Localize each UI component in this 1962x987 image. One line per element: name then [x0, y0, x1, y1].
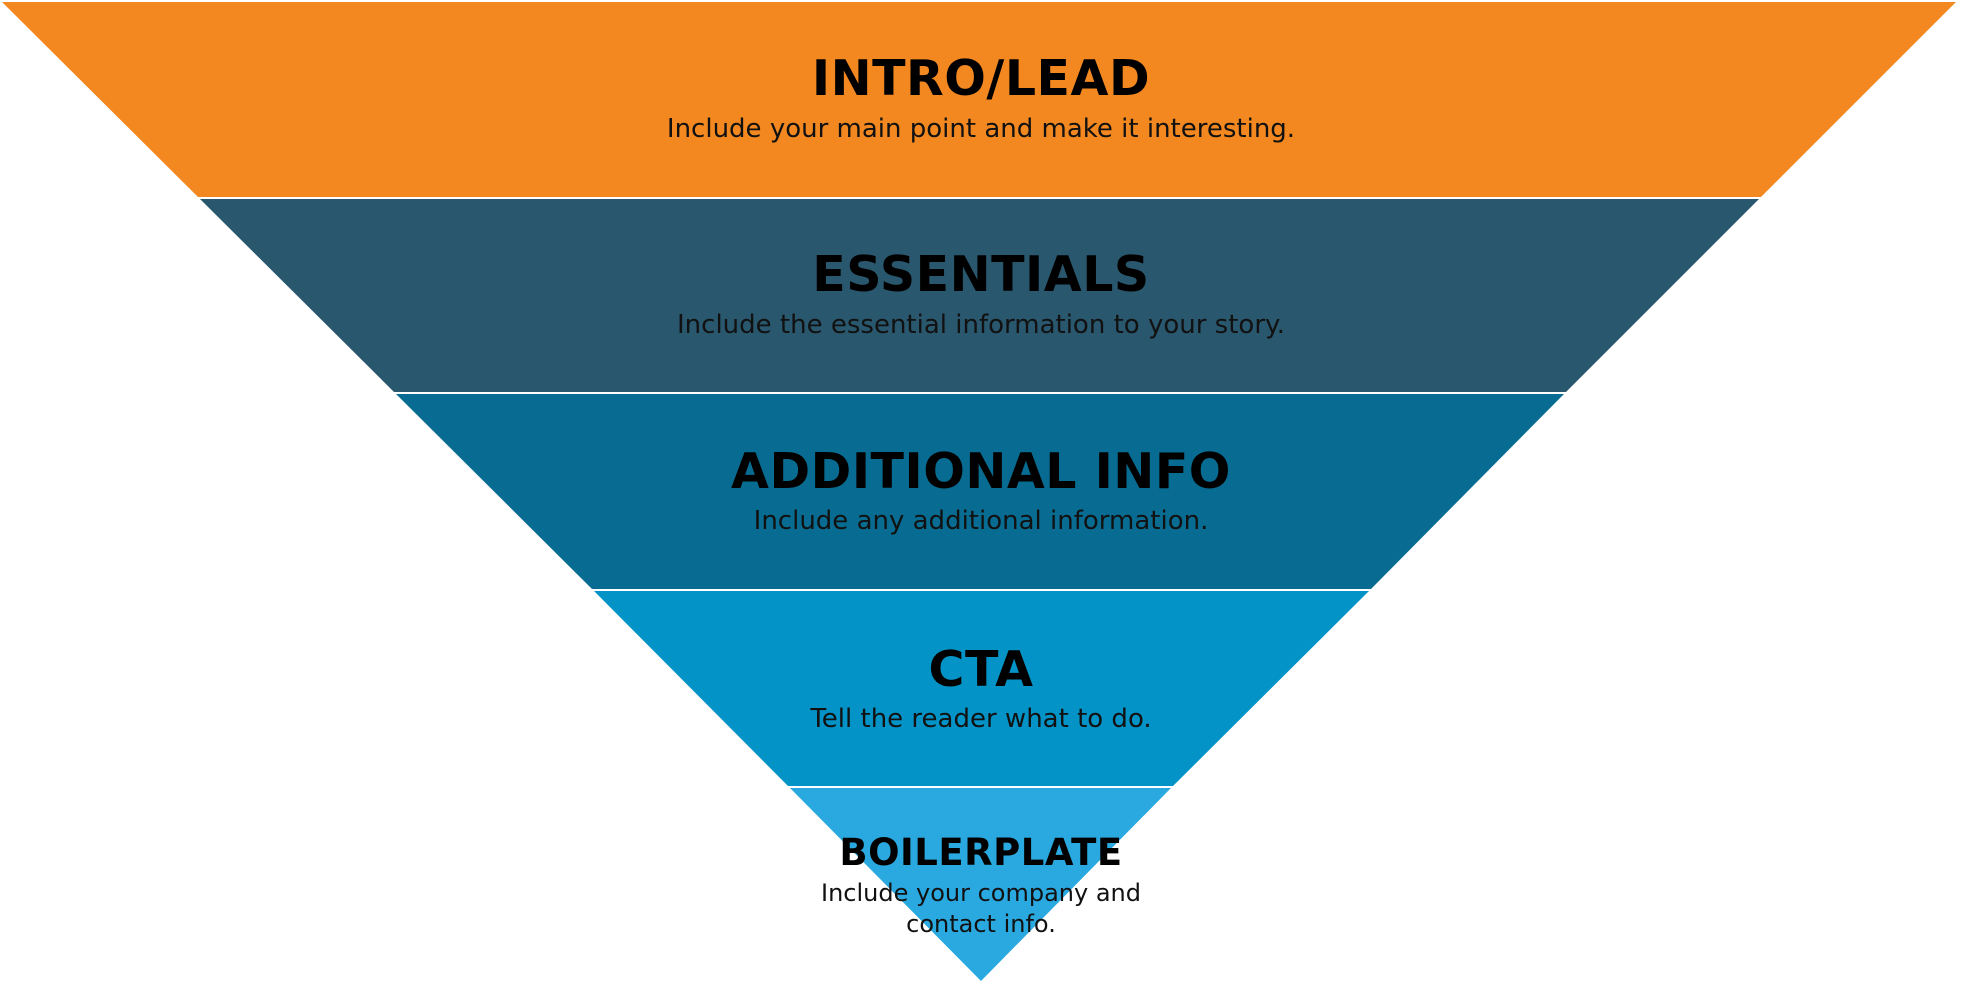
layer-boilerplate-title: BOILERPLATE [839, 831, 1123, 874]
layer-cta-title: CTA [928, 641, 1034, 698]
layer-essentials-description: Include the essential information to you… [677, 310, 1285, 340]
layer-intro-lead-band [2, 2, 1956, 197]
layer-additional-info-title: ADDITIONAL INFO [731, 443, 1231, 500]
layer-cta-description: Tell the reader what to do. [810, 704, 1152, 734]
layer-boilerplate-band [790, 788, 1171, 981]
layer-additional-info-description: Include any additional information. [753, 506, 1209, 536]
layer-additional-info-band [396, 394, 1564, 589]
layer-intro-lead-title: INTRO/LEAD [811, 50, 1151, 107]
layer-boilerplate-description-line2: contact info. [906, 910, 1056, 938]
layer-intro-lead-description: Include your main point and make it inte… [666, 114, 1296, 144]
layer-essentials-title: ESSENTIALS [812, 246, 1150, 303]
layer-boilerplate-description-line1: Include your company and [821, 879, 1141, 907]
layer-essentials-band [200, 199, 1759, 392]
layer-cta-band [594, 591, 1369, 786]
